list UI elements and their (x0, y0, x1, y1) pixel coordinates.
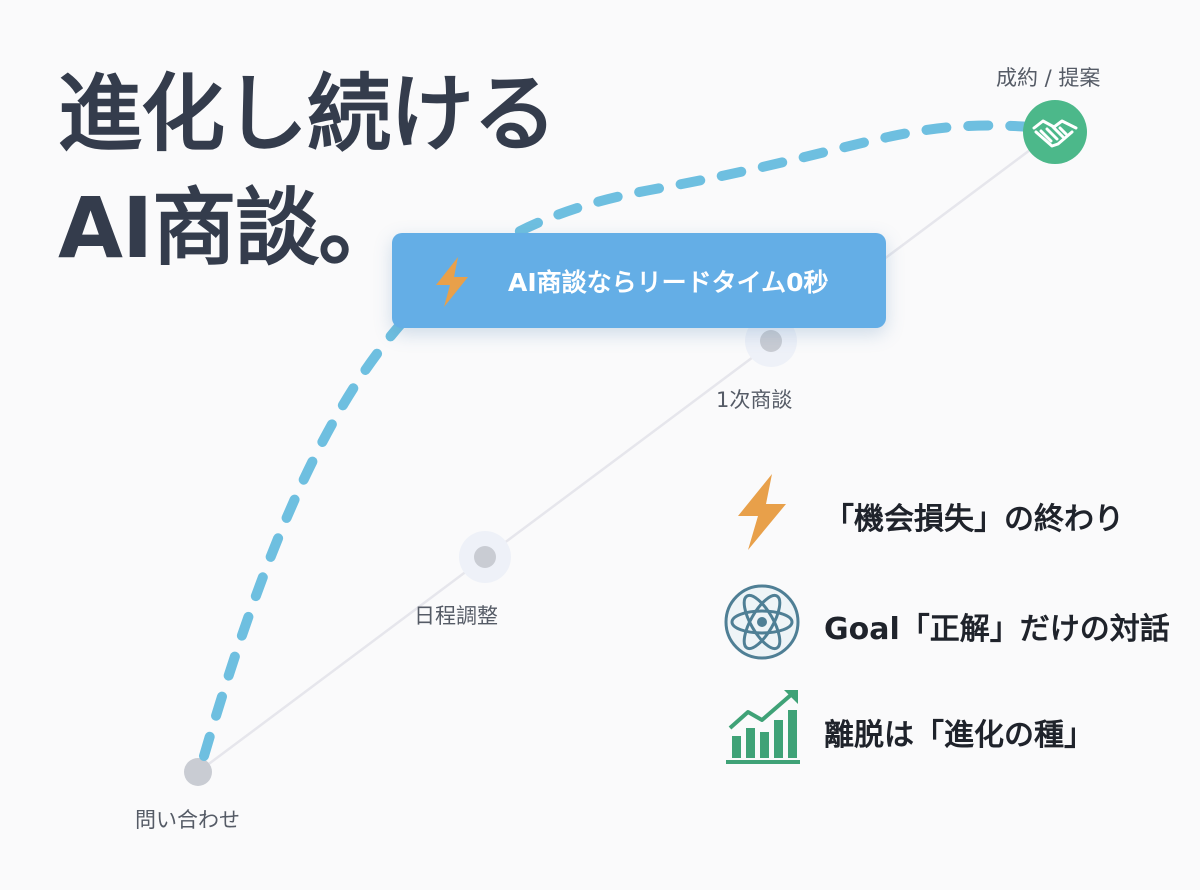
page-title-line-1: 進化し続ける (58, 65, 557, 163)
standard-flow-line (197, 130, 1055, 774)
ai-lead-time-callout: AI商談ならリードタイム0秒 (392, 233, 886, 328)
stage-node-first-meeting (745, 315, 797, 367)
stage-node-inquiry (184, 758, 212, 786)
growth-chart-icon (722, 688, 802, 768)
feature-text: 「機会損失」の終わり (824, 502, 1124, 537)
feature-item-opportunity-loss: 「機会損失」の終わり (722, 472, 1192, 552)
callout-text: AI商談ならリードタイム0秒 (508, 268, 829, 297)
feature-item-churn-evolution: 離脱は「進化の種」 (722, 688, 1192, 768)
handshake-icon (1032, 119, 1078, 148)
stage-label-first-meeting: 1次商談 (716, 388, 793, 412)
stage-node-scheduling (459, 531, 511, 583)
stage-label-contract: 成約 / 提案 (996, 66, 1101, 90)
atom-icon (722, 582, 802, 662)
ai-dashed-curve (199, 120, 1037, 761)
feature-text: 離脱は「進化の種」 (824, 718, 1094, 753)
feature-text: Goal「正解」だけの対話 (824, 612, 1170, 647)
page-title-line-2: AI商談。 (58, 179, 402, 277)
stage-label-inquiry: 問い合わせ (135, 808, 240, 832)
lightning-icon (428, 255, 478, 309)
lightning-icon (722, 472, 802, 552)
stage-node-contract (1023, 100, 1087, 164)
stage-label-scheduling: 日程調整 (414, 604, 498, 628)
feature-item-goal-dialogue: Goal「正解」だけの対話 (722, 582, 1192, 662)
